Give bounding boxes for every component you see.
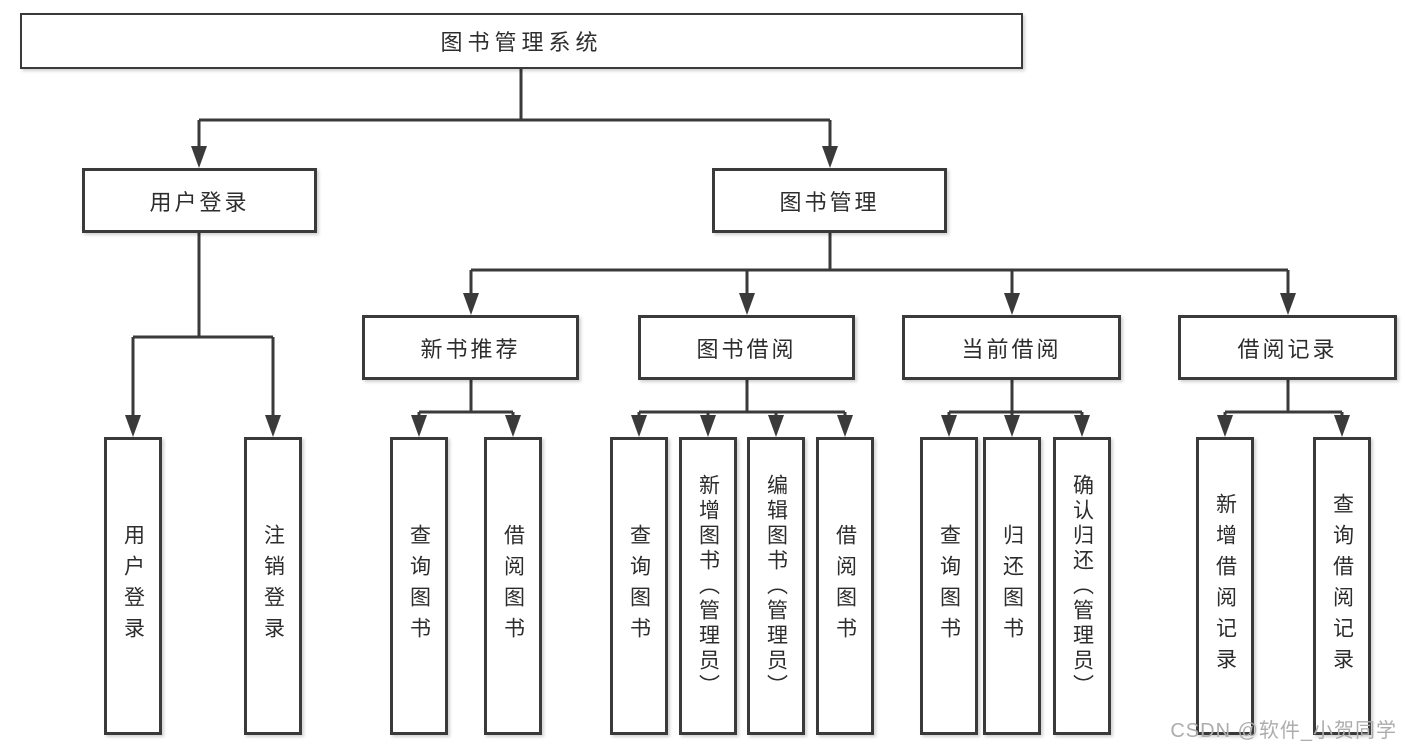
leaf-user-login: 用户登录 bbox=[104, 437, 162, 735]
leaf-current-confirm-return-admin: 确认归还（管理员） bbox=[1053, 437, 1111, 735]
node-new-book-recommend: 新书推荐 bbox=[362, 315, 579, 380]
leaf-newbook-query-books-label: 查询图书 bbox=[407, 524, 431, 648]
leaf-logout-label: 注销登录 bbox=[261, 524, 285, 648]
leaf-records-query-record: 查询借阅记录 bbox=[1313, 437, 1371, 735]
leaf-borrowing-add-books-admin-label: 新增图书（管理员） bbox=[696, 473, 720, 699]
node-book-borrowing-label: 图书借阅 bbox=[696, 336, 797, 362]
leaf-records-add-record: 新增借阅记录 bbox=[1196, 437, 1254, 735]
node-current-borrowing: 当前借阅 bbox=[902, 315, 1121, 380]
node-book-borrowing: 图书借阅 bbox=[638, 315, 855, 380]
leaf-user-login-label: 用户登录 bbox=[121, 524, 145, 648]
leaf-current-return-books-label: 归还图书 bbox=[1000, 524, 1024, 648]
leaf-records-add-record-label: 新增借阅记录 bbox=[1213, 493, 1237, 679]
node-root-label: 图书管理系统 bbox=[440, 30, 603, 55]
leaf-borrowing-edit-books-admin-label: 编辑图书（管理员） bbox=[764, 473, 788, 699]
leaf-current-query-books: 查询图书 bbox=[920, 437, 978, 735]
node-new-book-recommend-label: 新书推荐 bbox=[420, 336, 521, 362]
leaf-borrowing-borrow-books: 借阅图书 bbox=[816, 437, 874, 735]
leaf-borrowing-edit-books-admin: 编辑图书（管理员） bbox=[747, 437, 805, 735]
leaf-current-query-books-label: 查询图书 bbox=[937, 524, 961, 648]
node-user-login-label: 用户登录 bbox=[149, 189, 250, 215]
leaf-logout: 注销登录 bbox=[244, 437, 302, 735]
node-root: 图书管理系统 bbox=[20, 13, 1023, 69]
leaf-borrowing-query-books: 查询图书 bbox=[610, 437, 668, 735]
leaf-borrowing-add-books-admin: 新增图书（管理员） bbox=[679, 437, 737, 735]
leaf-newbook-query-books: 查询图书 bbox=[390, 437, 448, 735]
leaf-current-confirm-return-admin-label: 确认归还（管理员） bbox=[1070, 473, 1094, 699]
leaf-newbook-borrow-books-label: 借阅图书 bbox=[501, 524, 525, 648]
leaf-current-return-books: 归还图书 bbox=[983, 437, 1041, 735]
leaf-records-query-record-label: 查询借阅记录 bbox=[1330, 493, 1354, 679]
node-borrow-records-label: 借阅记录 bbox=[1237, 336, 1338, 362]
watermark: CSDN @软件_小贺同学 bbox=[1170, 720, 1397, 742]
leaf-newbook-borrow-books: 借阅图书 bbox=[484, 437, 542, 735]
node-book-management: 图书管理 bbox=[712, 168, 947, 233]
leaf-borrowing-borrow-books-label: 借阅图书 bbox=[833, 524, 857, 648]
node-user-login: 用户登录 bbox=[82, 168, 317, 233]
node-current-borrowing-label: 当前借阅 bbox=[961, 336, 1062, 362]
node-borrow-records: 借阅记录 bbox=[1178, 315, 1397, 380]
arrowheads bbox=[125, 146, 1350, 437]
node-book-management-label: 图书管理 bbox=[779, 189, 880, 215]
leaf-borrowing-query-books-label: 查询图书 bbox=[627, 524, 651, 648]
